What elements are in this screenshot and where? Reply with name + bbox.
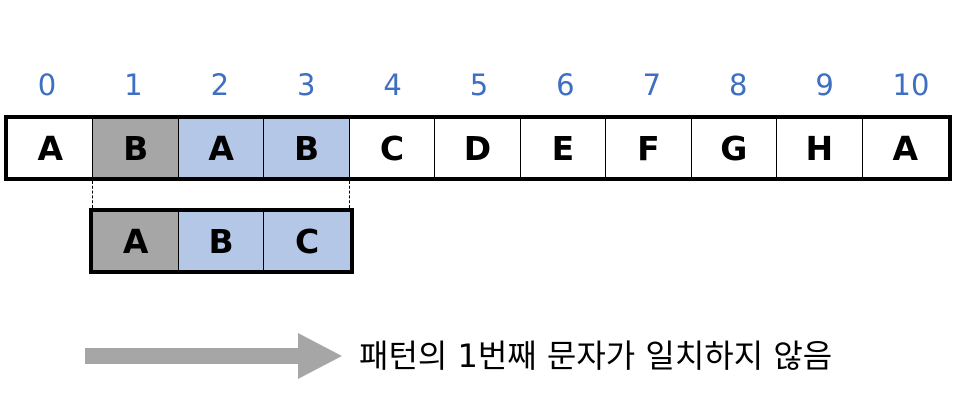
text-cell: B [93,119,179,177]
index-label: 1 [124,68,143,102]
text-cell: F [606,119,692,177]
text-cell: H [777,119,863,177]
index-label: 4 [383,68,402,102]
index-label: 10 [892,68,930,102]
text-cell: A [8,119,94,177]
text-cell: A [862,119,948,177]
text-cell: C [349,119,436,177]
guide-left-dashed-line [92,181,94,208]
guide-right-dashed-line [348,181,350,208]
index-label: 6 [556,68,575,102]
text-cell: B [264,119,350,177]
pattern-cell: A [93,212,179,270]
text-cell: E [520,119,607,177]
caption-text: 패턴의 1번째 문자가 일치하지 않음 [359,337,833,375]
index-label: 5 [469,68,489,102]
pattern-cell: B [178,212,265,270]
text-cell: D [435,119,521,177]
text-cell: G [691,119,778,177]
index-label: 0 [37,68,57,102]
pattern-cell: C [264,212,350,270]
right-arrow-icon [85,333,342,379]
index-label: 3 [296,68,316,102]
index-label: 2 [210,68,230,102]
index-label: 7 [642,68,662,102]
index-label: 8 [728,68,748,102]
index-label: 9 [815,68,834,102]
arrow-shape [85,333,342,379]
text-cell: A [178,119,265,177]
